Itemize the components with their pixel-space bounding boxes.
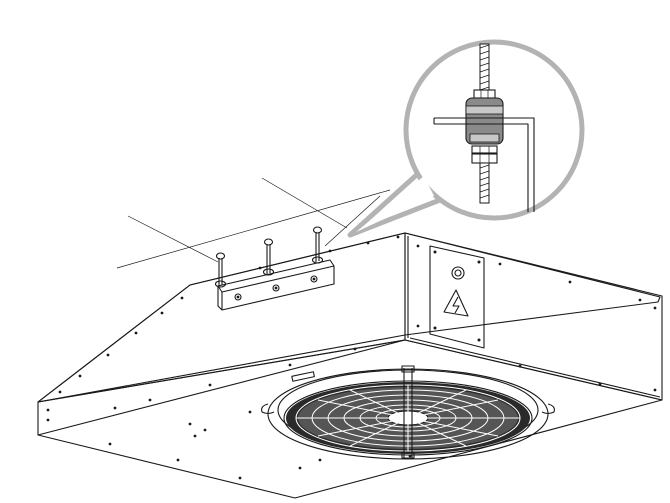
- mounting-bracket-icon: [433, 117, 535, 212]
- fan-mounting-lug: [541, 403, 555, 415]
- heater-housing: [37, 232, 663, 499]
- electrical-hazard-warning-icon: [443, 289, 469, 317]
- suspension-line: [127, 215, 219, 263]
- electrical-connection-plate: [429, 245, 485, 349]
- rubber-damper-icon: [465, 97, 504, 145]
- threaded-rod-icon: [262, 238, 275, 276]
- hex-nut-icon: [471, 153, 498, 164]
- callout-leader-line: [324, 195, 381, 247]
- housing-side-panel: [404, 232, 663, 401]
- fan-mounting-lug: [261, 403, 275, 415]
- housing-screws: [46, 235, 657, 480]
- threaded-rod-icon: [479, 43, 490, 93]
- ceiling-suspension-lines: [116, 177, 391, 269]
- housing-top-panel: [37, 232, 661, 403]
- threaded-rod-icon: [311, 226, 324, 264]
- housing-edge: [37, 339, 406, 436]
- threaded-rod-icon: [214, 252, 227, 288]
- cable-gland: [451, 266, 465, 280]
- hex-nut-icon: [471, 145, 498, 154]
- threaded-rod-icon: [479, 162, 490, 204]
- fan-guard-frame: [283, 365, 533, 459]
- hex-nut-icon: [473, 89, 496, 99]
- ceiling-edge-line: [116, 189, 391, 269]
- threaded-rod-detail: [433, 43, 535, 212]
- fan-guard-grille-icon: [295, 384, 521, 452]
- mounting-bracket-icon: [217, 259, 335, 311]
- bracket-bolts: [214, 226, 324, 288]
- housing-edge: [409, 337, 661, 398]
- suspension-line: [261, 177, 348, 229]
